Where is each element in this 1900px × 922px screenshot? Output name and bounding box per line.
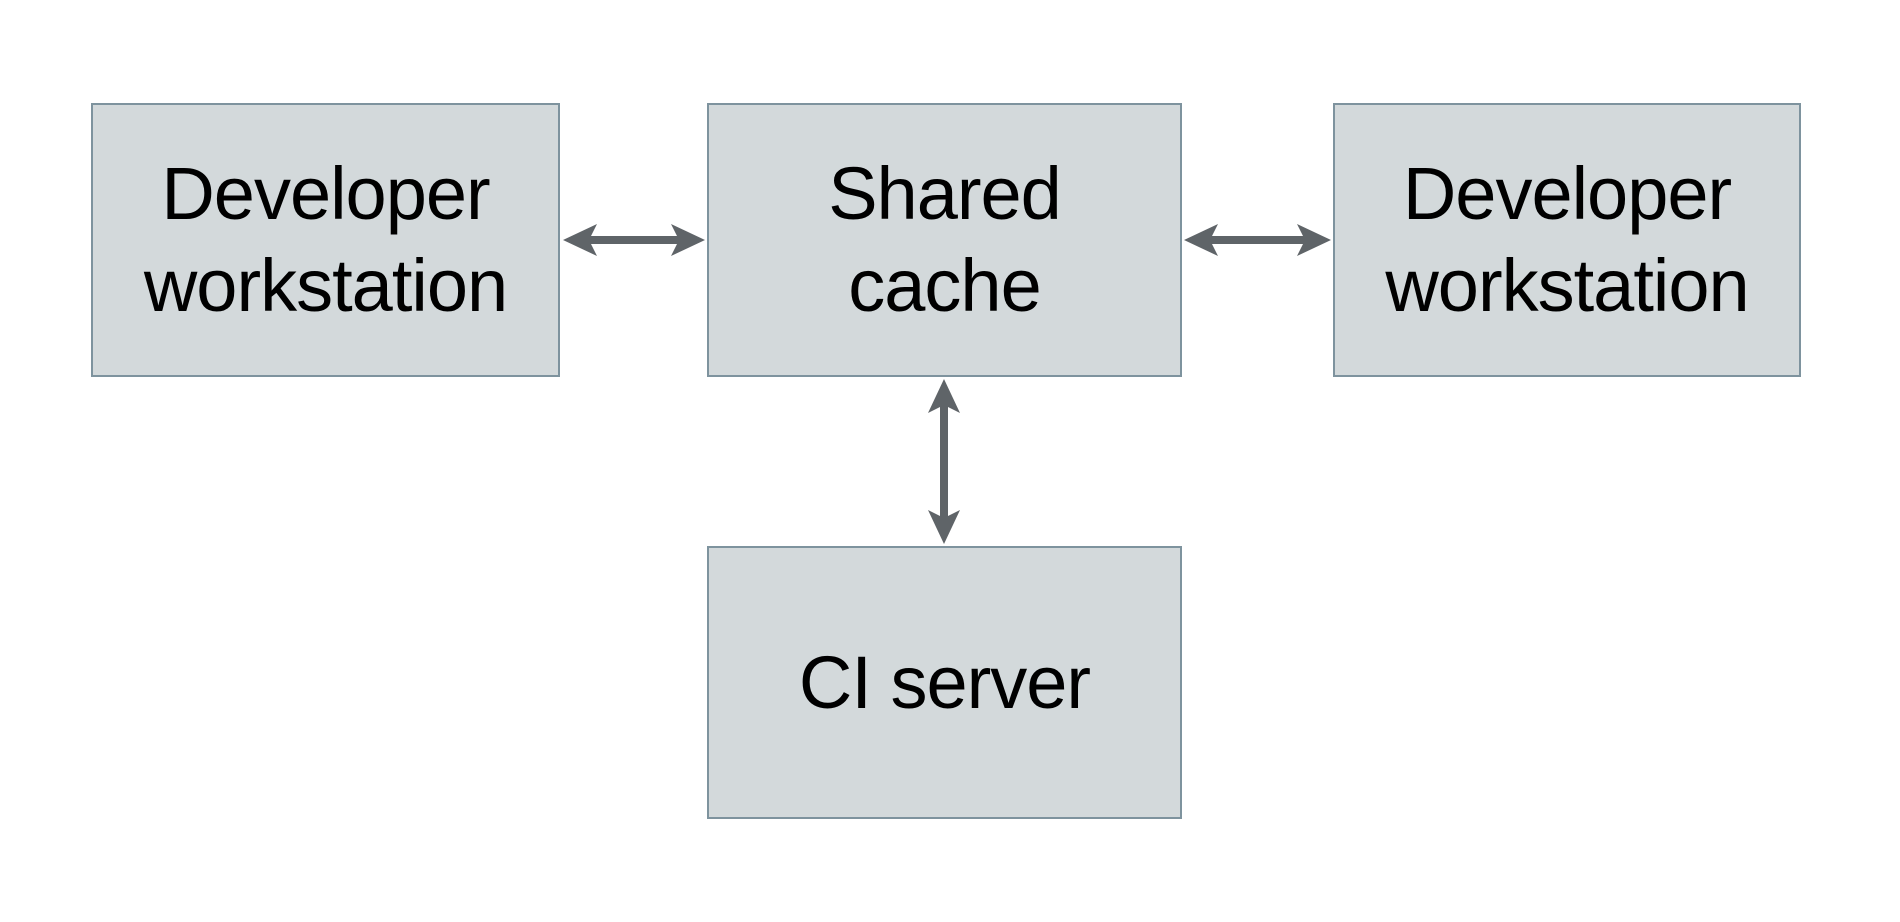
arrowhead-left-icon	[1184, 224, 1218, 256]
node-developer-workstation-left: Developer workstation	[91, 103, 560, 377]
bidirectional-arrow-left-workstation-cache	[563, 224, 705, 256]
node-shared-cache: Shared cache	[707, 103, 1182, 377]
arrowhead-up-icon	[928, 379, 960, 413]
bidirectional-arrow-cache-right-workstation	[1184, 224, 1331, 256]
arrowhead-right-icon	[671, 224, 705, 256]
bidirectional-arrow-cache-ci-server	[928, 379, 960, 544]
node-developer-workstation-right: Developer workstation	[1333, 103, 1801, 377]
node-ci-server: CI server	[707, 546, 1182, 819]
node-label: Developer	[1402, 152, 1732, 235]
node-label: Developer	[161, 152, 490, 235]
arrowhead-down-icon	[928, 510, 960, 544]
arrowhead-left-icon	[563, 224, 597, 256]
node-label: cache	[848, 244, 1041, 327]
arrowhead-right-icon	[1297, 224, 1331, 256]
node-label: workstation	[1385, 244, 1749, 327]
node-label: workstation	[143, 244, 508, 327]
node-label: CI server	[798, 640, 1091, 724]
node-label: Shared	[828, 152, 1062, 235]
